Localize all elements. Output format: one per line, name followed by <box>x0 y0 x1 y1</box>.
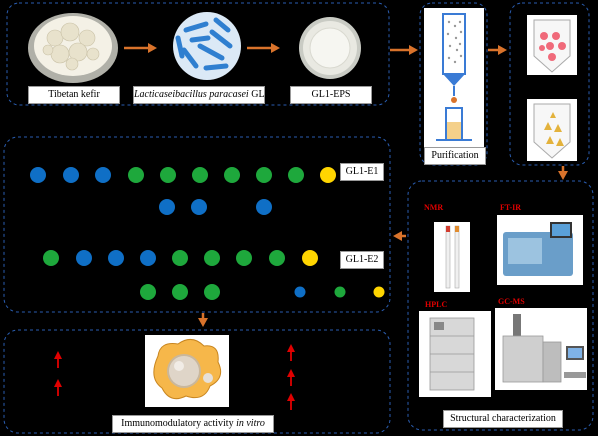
up-arrow-icon <box>287 393 295 410</box>
gl1-e2-composition-label: GL1-E2 <box>340 251 384 269</box>
arrow-composition-to-immuno <box>198 313 208 327</box>
monosaccharide-green-dot <box>128 167 144 183</box>
isolation-panel <box>6 2 390 106</box>
monosaccharide-panel <box>3 136 391 313</box>
fraction-e2-tube-label: GL1-E2 <box>535 85 569 96</box>
up-arrow-icon <box>287 344 295 361</box>
arrow-fractions-to-structure <box>558 166 568 180</box>
monosaccharide-green-dot <box>334 286 346 298</box>
up-arrow-icon <box>54 351 62 368</box>
kefir-dish-image <box>28 13 118 83</box>
gl1-e1-composition-label: GL1-E1 <box>340 163 384 181</box>
monosaccharide-blue-dot <box>76 250 92 266</box>
monosaccharide-green-dot <box>160 167 176 183</box>
monosaccharide-green-dot <box>236 250 252 266</box>
monosaccharide-green-dot <box>172 284 188 300</box>
purification-panel <box>419 2 488 166</box>
monosaccharide-blue-dot <box>140 250 156 266</box>
nmr-tubes-image <box>434 222 470 292</box>
macrophage-image <box>145 335 229 407</box>
purification-label: Purification <box>424 147 486 165</box>
strain-label: Lacticaseibacillus paracasei GL1 <box>133 86 270 104</box>
up-arrow-icon <box>54 379 62 396</box>
nmr-label: NMR <box>424 203 444 212</box>
purification-column-image <box>424 8 484 148</box>
hplc-instrument-image <box>419 311 491 397</box>
structural-characterization-label: Structural characterization <box>443 410 563 428</box>
monosaccharide-yellow-dot <box>302 250 318 266</box>
tube-e2-image <box>527 99 577 161</box>
structure-panel <box>407 180 594 431</box>
strain-id: GL1 <box>248 89 270 100</box>
monosaccharide-green-dot <box>192 167 208 183</box>
bacteria-image <box>173 12 241 80</box>
immuno-in-vitro: in vitro <box>236 418 265 429</box>
monosaccharide-blue-dot <box>294 286 306 298</box>
monosaccharide-yellow-dot <box>373 286 385 298</box>
monosaccharide-green-dot <box>172 250 188 266</box>
strain-species: Lacticaseibacillus paracasei <box>134 89 249 100</box>
ftir-label: FT-IR <box>500 203 522 212</box>
monosaccharide-yellow-dot <box>320 167 336 183</box>
gcms-instrument-image <box>495 308 587 390</box>
monosaccharide-green-dot <box>204 250 220 266</box>
monosaccharide-blue-dot <box>108 250 124 266</box>
monosaccharide-blue-dot <box>191 199 207 215</box>
monosaccharide-green-dot <box>140 284 156 300</box>
monosaccharide-green-dot <box>256 167 272 183</box>
arrow-strain-to-eps <box>247 43 280 53</box>
monosaccharide-green-dot <box>43 250 59 266</box>
monosaccharide-blue-dot <box>159 199 175 215</box>
monosaccharide-blue-dot <box>63 167 79 183</box>
arrow-eps-to-purification <box>390 45 418 55</box>
activity-increase-arrows <box>54 344 295 410</box>
hplc-label: HPLC <box>425 300 448 309</box>
monosaccharide-blue-dot <box>256 199 272 215</box>
eps-petri-dish-image <box>299 17 361 79</box>
arrow-structure-to-composition <box>393 231 406 241</box>
fraction-e1-tube-label: GL1-E1 <box>535 3 569 14</box>
monosaccharide-blue-dot <box>95 167 111 183</box>
immuno-text: Immunomodulatory activity <box>121 418 237 429</box>
tube-e1-image <box>527 15 577 75</box>
ftir-instrument-image <box>497 215 583 285</box>
arrow-kefir-to-strain <box>124 43 157 53</box>
tibetan-kefir-label: Tibetan kefir <box>28 86 120 104</box>
monosaccharide-green-dot <box>269 250 285 266</box>
gcms-label: GC-MS <box>498 297 525 306</box>
monosaccharide-green-dot <box>288 167 304 183</box>
monosaccharide-blue-dot <box>30 167 46 183</box>
monosaccharide-green-dot <box>224 167 240 183</box>
monosaccharide-green-dot <box>204 284 220 300</box>
up-arrow-icon <box>287 369 295 386</box>
eps-label: GL1-EPS <box>290 86 372 104</box>
immunomodulatory-label: Immunomodulatory activity in vitro <box>112 415 274 433</box>
fractions-panel <box>509 2 590 166</box>
monosaccharide-dots <box>30 167 385 300</box>
immuno-panel <box>3 329 391 434</box>
arrow-purification-to-fractions <box>488 45 507 55</box>
